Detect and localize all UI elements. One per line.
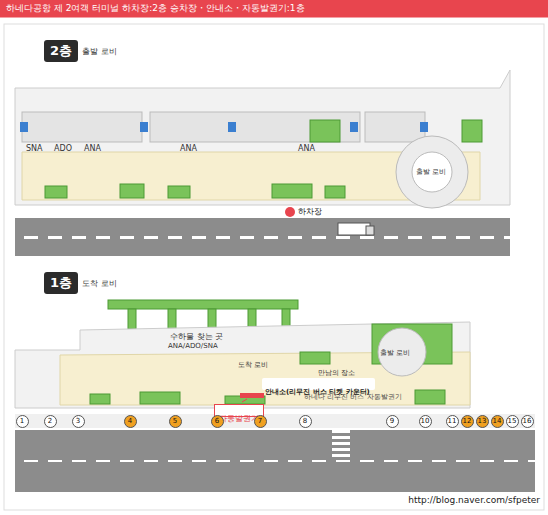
map-label: 출발 로비 <box>416 167 446 177</box>
node-text: 15 <box>508 418 517 425</box>
node-text: 1층 <box>44 272 78 294</box>
node-text: 12 <box>463 418 472 425</box>
node-subtext: 도착 로비 <box>82 278 117 289</box>
node-text: 2층 <box>44 40 78 62</box>
bus-stop-number: 14 <box>491 415 504 428</box>
map-label: ANA/ADO/SNA <box>168 342 218 350</box>
node-text: 14 <box>493 418 502 425</box>
title-text: 하네다공항 제 2여객 터미널 하차장:2층 승차장・안내소・자동발권기:1층 <box>6 2 305 15</box>
map-label: SNA <box>26 144 43 153</box>
bus-stop-number: 1 <box>16 415 29 428</box>
floor-badge: 2층 출발 로비 <box>44 40 117 62</box>
bus-stop-number: 6 <box>211 415 224 428</box>
map-label: 하차장 <box>298 206 322 217</box>
caption-text: http://blog.naver.com/sfpeter <box>408 495 540 505</box>
bus-stop-number: 15 <box>506 415 519 428</box>
node-text: 6 <box>215 418 219 425</box>
node-subtext: 출발 로비 <box>82 46 117 57</box>
node-text: 1 <box>20 418 24 425</box>
bus-stop-number: 9 <box>386 415 399 428</box>
node-text: 안내소(리무진 버스 티켓 카운터) <box>265 388 370 396</box>
bus-stop-number: 3 <box>72 415 85 428</box>
map-label: 도착 로비 <box>238 360 268 370</box>
bus-stop-number: 11 <box>446 415 459 428</box>
map-label: 수하물 찾는 곳 <box>170 331 223 342</box>
node-text: 7 <box>258 418 262 425</box>
bus-stop-number: 4 <box>124 415 137 428</box>
node-text: 5 <box>173 418 177 425</box>
bus-stop-number: 2 <box>44 415 57 428</box>
map-label: ANA <box>180 144 197 153</box>
node-text: 13 <box>478 418 487 425</box>
info-counter-box: 안내소(리무진 버스 티켓 카운터) <box>262 378 375 390</box>
bus-stop-number: 13 <box>476 415 489 428</box>
map-label: ADO <box>54 144 72 153</box>
bus-stop-number: 5 <box>169 415 182 428</box>
map-label: 만남의 장소 <box>318 368 355 378</box>
map-label: ANA <box>298 144 315 153</box>
node-text: 4 <box>128 418 132 425</box>
node-text: 2 <box>48 418 52 425</box>
bus-stop-number: 16 <box>521 415 534 428</box>
map-label: 출발 로비 <box>380 348 410 358</box>
node-text: 자동발권기 <box>219 414 259 423</box>
node-text: 3 <box>76 418 80 425</box>
node-text: 9 <box>390 418 394 425</box>
node-text: 10 <box>421 418 430 425</box>
map-label: ANA <box>84 144 101 153</box>
bus-stop-number: 7 <box>254 415 267 428</box>
node-text: 8 <box>303 418 307 425</box>
node-text: 11 <box>448 418 457 425</box>
floor-badge: 1층 도착 로비 <box>44 272 117 294</box>
node-text: 16 <box>523 418 532 425</box>
bus-stop-number: 8 <box>299 415 312 428</box>
bus-stop-number: 10 <box>419 415 432 428</box>
bus-stop-number: 12 <box>461 415 474 428</box>
